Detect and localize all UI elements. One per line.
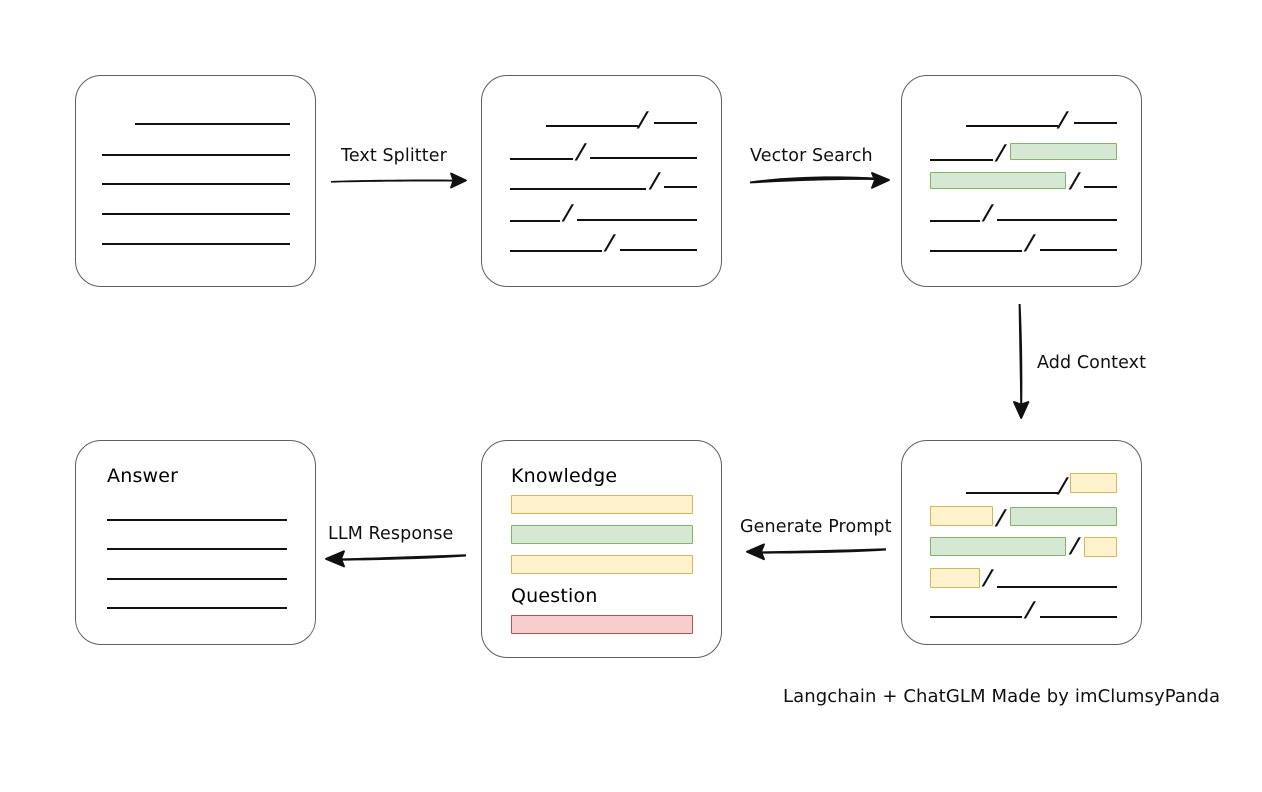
knowledge-chunk-green[interactable] [511,525,693,544]
document-segment [1074,122,1117,124]
document-segment [930,159,993,161]
document-line [102,213,290,215]
context-chunk-green[interactable] [1010,507,1117,526]
document-segment [510,250,602,252]
edge-label-generate-prompt: Generate Prompt [740,517,892,537]
context-chunk-yellow[interactable] [930,506,993,526]
source-document-card[interactable] [75,75,316,287]
arrow-add-context [1013,304,1030,419]
segment-separator: / [996,505,1006,530]
segment-separator: / [650,168,660,193]
arrow-llm-response [325,550,466,568]
edge-label-llm-response: LLM Response [328,524,454,544]
arrow-vector-search [750,172,890,189]
segment-separator: / [1070,533,1080,558]
segment-separator: / [1058,107,1068,132]
knowledge-label: Knowledge [511,465,618,487]
question-label: Question [511,585,598,607]
segment-separator: / [1025,230,1035,255]
knowledge-chunk-yellow[interactable] [511,555,693,574]
answer-line [107,519,287,521]
segment-separator: / [605,230,615,255]
knowledge-chunk-yellow[interactable] [511,495,693,514]
segment-separator: / [983,200,993,225]
context-chunk-green[interactable] [930,537,1066,556]
matched-chunk-green[interactable] [1010,143,1117,160]
segment-separator: / [563,200,573,225]
arrow-text-splitter [331,172,467,189]
context-document-card[interactable]: / / / / / [901,440,1142,645]
edge-label-add-context: Add Context [1037,353,1147,373]
answer-label: Answer [107,465,179,487]
document-segment [590,157,697,159]
document-segment [620,249,697,251]
answer-card[interactable]: Answer [75,440,316,645]
document-segment [930,616,1022,618]
diagram-caption: Langchain + ChatGLM Made by imClumsyPand… [783,686,1221,707]
document-segment [510,188,646,190]
context-chunk-yellow[interactable] [1084,537,1117,557]
answer-line [107,578,287,580]
document-segment [1040,249,1117,251]
document-line [102,183,290,185]
segment-separator: / [638,107,648,132]
segment-separator: / [1070,168,1080,193]
document-segment [930,220,980,222]
segment-separator: / [576,139,586,164]
answer-line [107,548,287,550]
document-segment [1040,616,1117,618]
split-document-card[interactable]: / / / / / [481,75,722,287]
document-segment [510,220,560,222]
document-line [135,123,290,125]
document-segment [654,122,697,124]
answer-line [107,607,287,609]
matched-chunk-green[interactable] [930,172,1066,189]
segment-separator: / [1058,473,1068,498]
matched-document-card[interactable]: / / / / / [901,75,1142,287]
arrow-generate-prompt [746,543,886,561]
document-segment [930,250,1022,252]
prompt-card[interactable]: Knowledge Question [481,440,722,658]
question-chunk-red[interactable] [511,615,693,634]
document-segment [966,492,1058,494]
segment-separator: / [983,565,993,590]
document-segment [546,125,638,127]
context-chunk-yellow[interactable] [1070,473,1117,493]
document-segment [510,158,573,160]
edge-label-vector-search: Vector Search [750,146,873,166]
segment-separator: / [1025,597,1035,622]
edge-label-text-splitter: Text Splitter [341,146,447,166]
document-segment [1084,186,1117,188]
document-segment [577,219,697,221]
document-segment [966,125,1058,127]
segment-separator: / [996,140,1006,165]
document-line [102,243,290,245]
document-line [102,154,290,156]
context-chunk-yellow[interactable] [930,568,980,588]
document-segment [997,219,1117,221]
document-segment [997,586,1117,588]
document-segment [664,186,697,188]
